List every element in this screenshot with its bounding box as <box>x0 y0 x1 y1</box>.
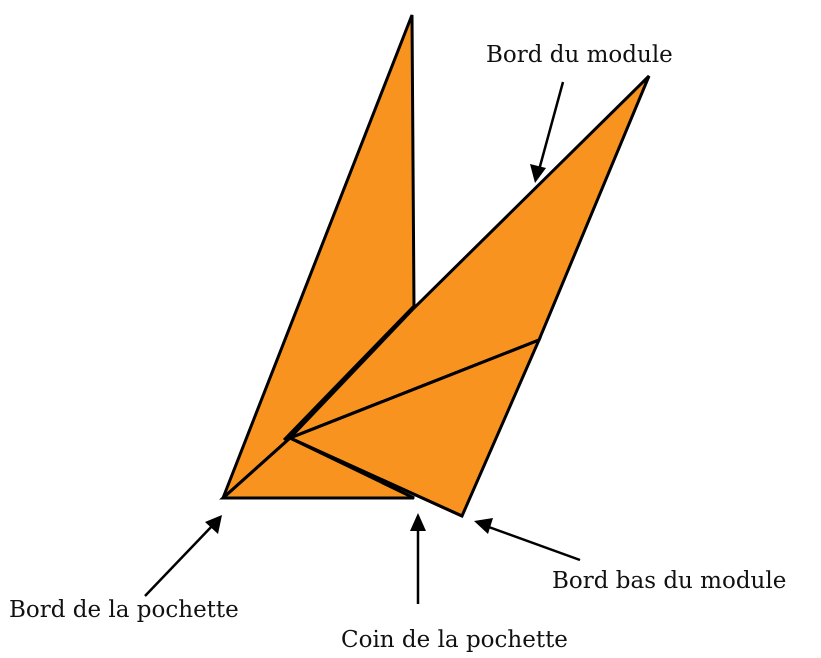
pocket-left-crease <box>221 436 292 500</box>
arrow-bord-bas-shaft <box>485 524 581 562</box>
arrow-coin-pochette-head <box>410 513 426 531</box>
label-bord-module: Bord du module <box>486 42 673 68</box>
bottom-edge-line <box>289 436 463 518</box>
label-coin-pochette: Coin de la pochette <box>341 627 568 653</box>
label-bord-pochette: Bord de la pochette <box>9 597 239 623</box>
crease-lines <box>221 304 540 518</box>
arrow-bord-module-head <box>530 164 546 183</box>
arrow-bord-module-shaft <box>537 81 565 171</box>
arrow-bord-bas-head <box>474 518 493 534</box>
inner-diagonal-line <box>289 338 540 440</box>
label-bord-bas-module: Bord bas du module <box>552 568 786 594</box>
annotation-arrows <box>144 81 581 604</box>
arrow-bord-pochette-shaft <box>144 524 214 597</box>
double-edge-line <box>282 304 416 442</box>
arrow-bord-pochette-head <box>205 515 222 534</box>
